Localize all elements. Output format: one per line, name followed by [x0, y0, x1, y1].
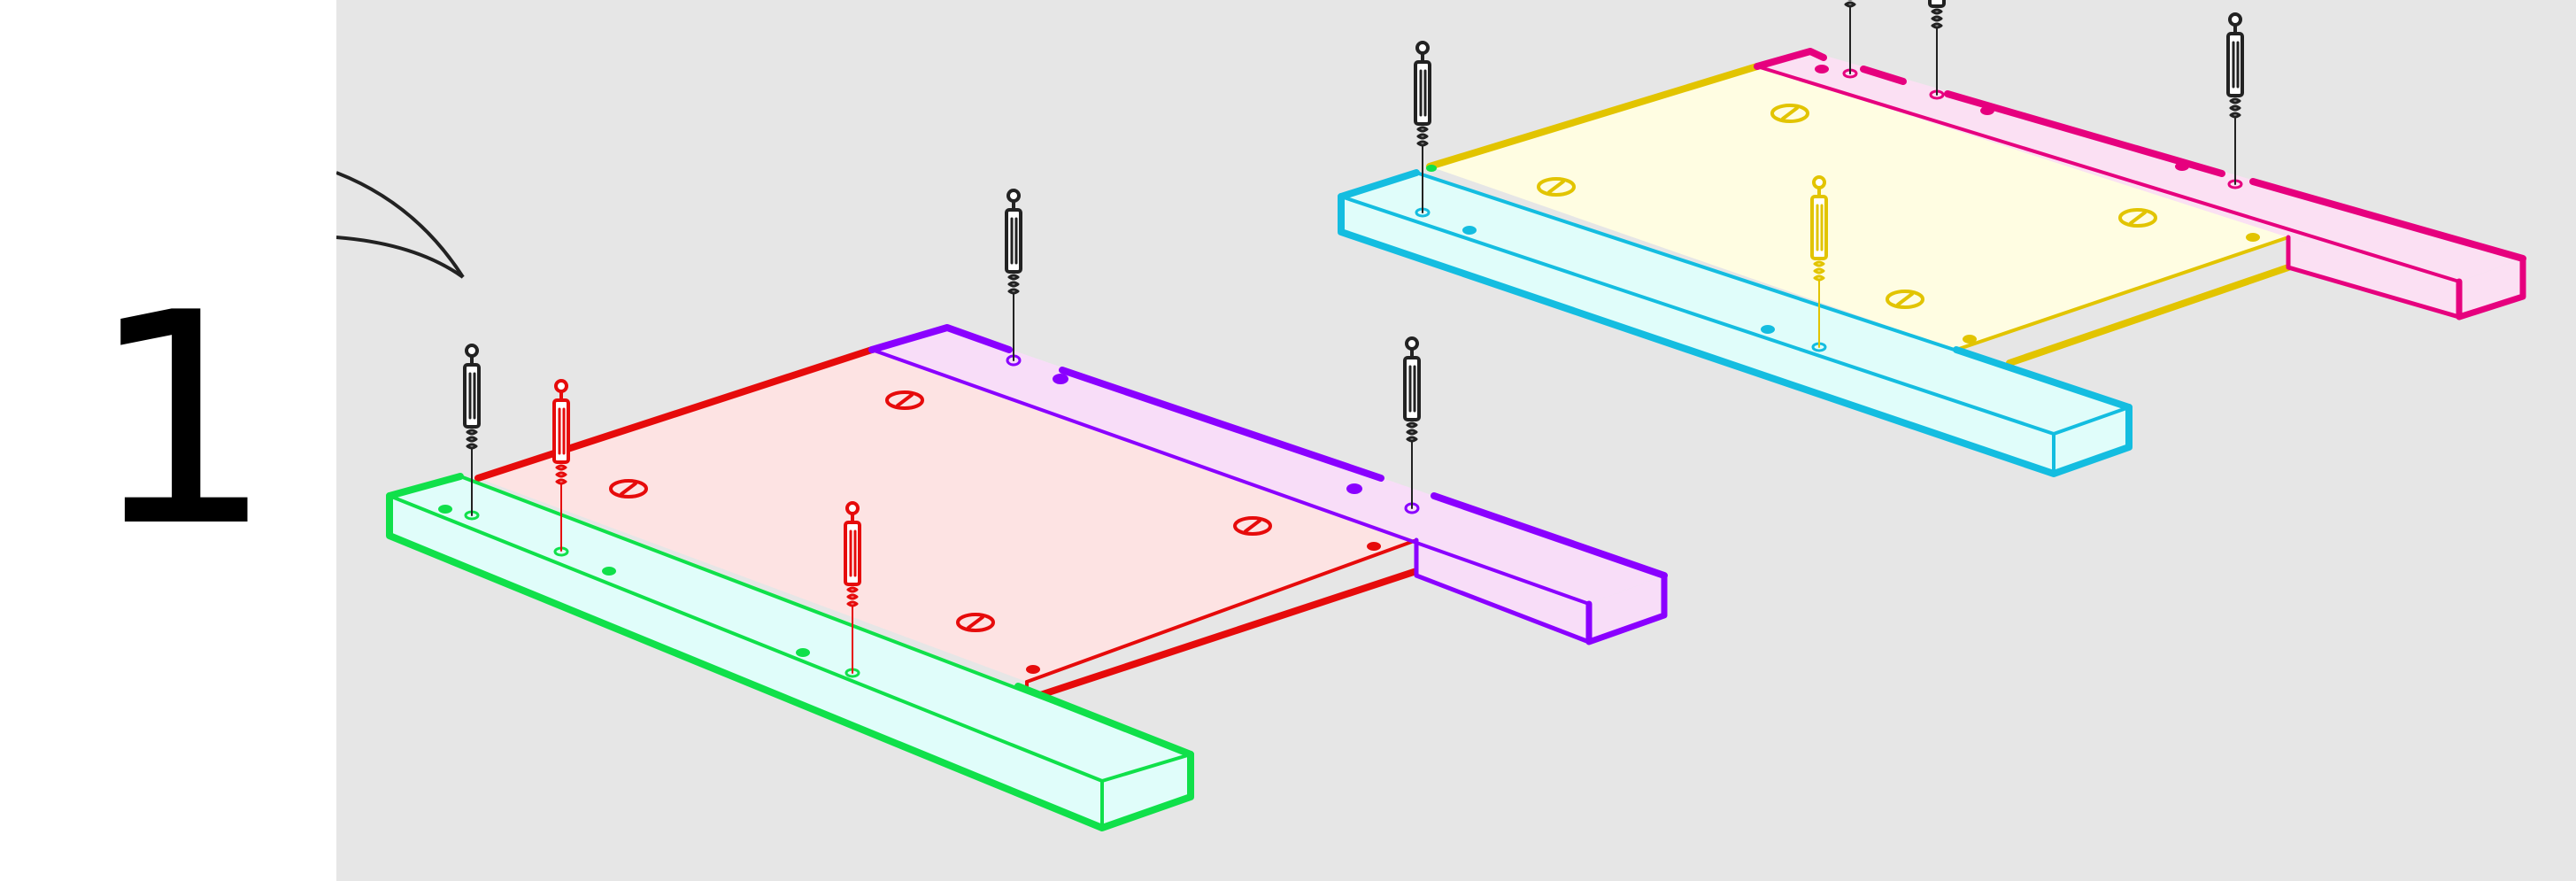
dot-hole-icon — [1980, 106, 1994, 115]
dot-hole-icon — [1367, 542, 1381, 551]
dot-hole-icon — [438, 505, 452, 514]
arrow-curve-icon — [336, 171, 465, 279]
dot-hole-icon — [1026, 665, 1040, 674]
dot-hole-icon — [796, 648, 810, 657]
step-panel: 1 — [0, 0, 336, 881]
yellow-panel — [1426, 63, 2292, 367]
dot-hole-icon — [602, 567, 616, 576]
green-rail — [386, 473, 1194, 831]
dot-hole-icon — [1761, 325, 1775, 334]
dot-hole-icon — [1053, 374, 1068, 384]
dot-hole-icon — [2246, 233, 2260, 242]
dowel-icon — [2226, 12, 2244, 186]
right-assembly — [1338, 0, 2526, 477]
left-assembly — [386, 189, 1668, 831]
dot-hole-icon — [1963, 335, 1977, 344]
dowel-icon — [1928, 0, 1946, 97]
assembly-diagram — [336, 0, 2526, 831]
purple-rail — [868, 324, 1668, 645]
magenta-rail — [1754, 48, 2526, 321]
step-number: 1 — [89, 251, 274, 591]
dot-hole-icon — [1346, 483, 1362, 494]
cyan-rail — [1338, 165, 2133, 477]
dowel-icon — [1005, 189, 1022, 362]
dot-hole-icon — [2175, 162, 2189, 171]
dowel-icon — [1403, 336, 1421, 510]
dot-hole-icon — [1462, 226, 1477, 235]
red-panel — [474, 346, 1420, 703]
dot-hole-icon — [1815, 65, 1829, 73]
illustration-panel — [336, 0, 2576, 881]
